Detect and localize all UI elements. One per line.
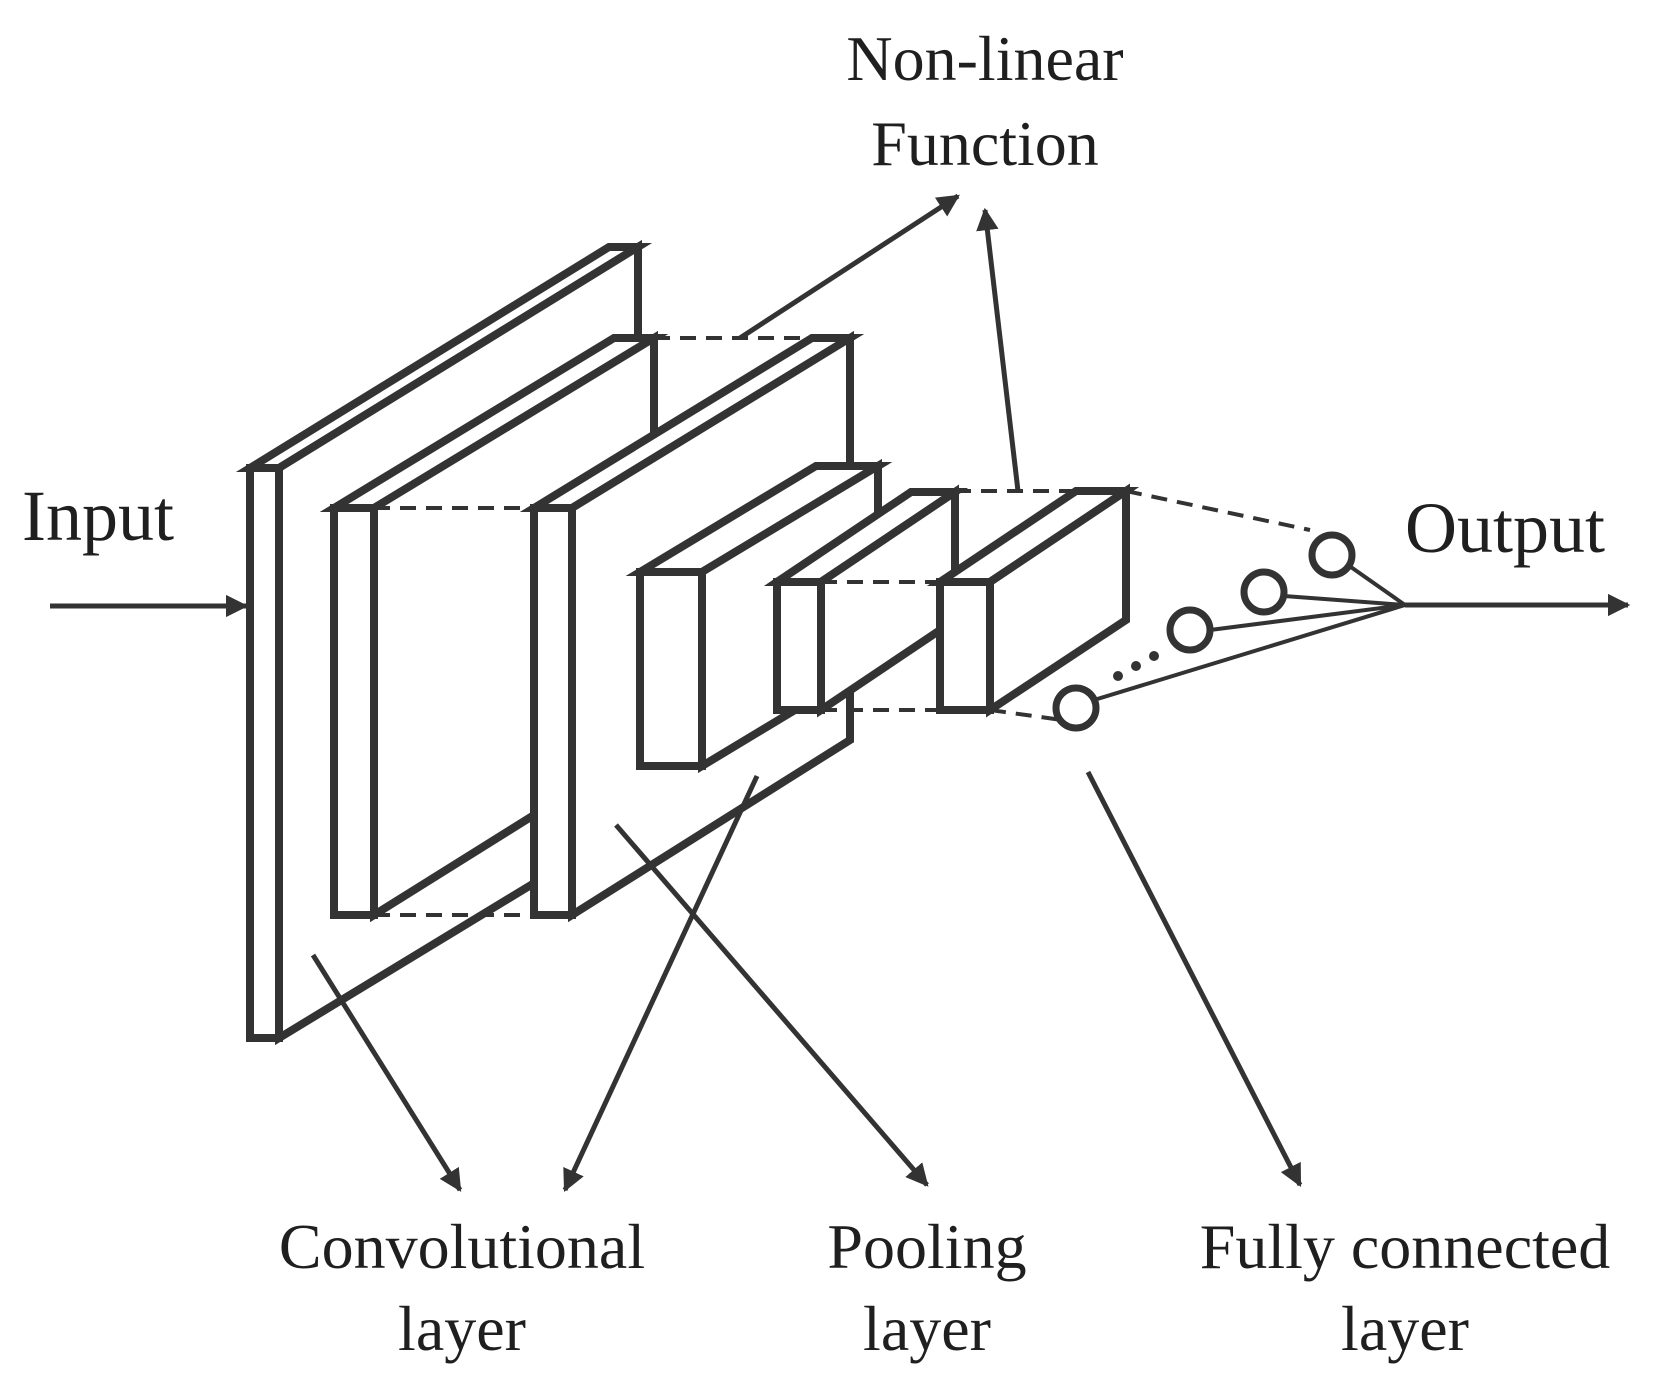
fully-connected-layer-label-line2: layer [1341, 1293, 1469, 1364]
conv-label-arrow-1 [310, 953, 463, 1192]
nonlinear-block [926, 483, 1140, 718]
conv-label-arrow-2 [562, 774, 760, 1193]
fully-connected-layer-label-line1: Fully connected [1200, 1211, 1611, 1282]
convolutional-layer-label-line2: layer [398, 1293, 526, 1364]
pooling-layer-label-line1: Pooling [827, 1211, 1026, 1282]
fc-neuron-3 [1240, 568, 1288, 616]
nonlinear-arrow-2 [976, 207, 1021, 492]
fc-ellipsis-dots [1113, 651, 1159, 681]
nonlinear-arrow-1 [738, 193, 960, 341]
nonlinear-function-label-line2: Function [871, 108, 1099, 179]
fc-neuron-2 [1166, 606, 1214, 654]
fc-neuron-1 [1052, 684, 1100, 732]
nonlinear-function-label-line1: Non-linear [846, 23, 1123, 94]
input-label: Input [22, 476, 174, 556]
fc-neurons [1052, 531, 1356, 732]
fc-label-arrow [1085, 770, 1303, 1188]
pool-label-arrow [614, 823, 929, 1187]
output-label: Output [1405, 488, 1605, 568]
convolutional-layer-label-line1: Convolutional [279, 1211, 645, 1282]
fc-neuron-4 [1308, 531, 1356, 579]
pooling-layer-label-line2: layer [863, 1293, 991, 1364]
fc-to-output-lines [1093, 563, 1407, 702]
